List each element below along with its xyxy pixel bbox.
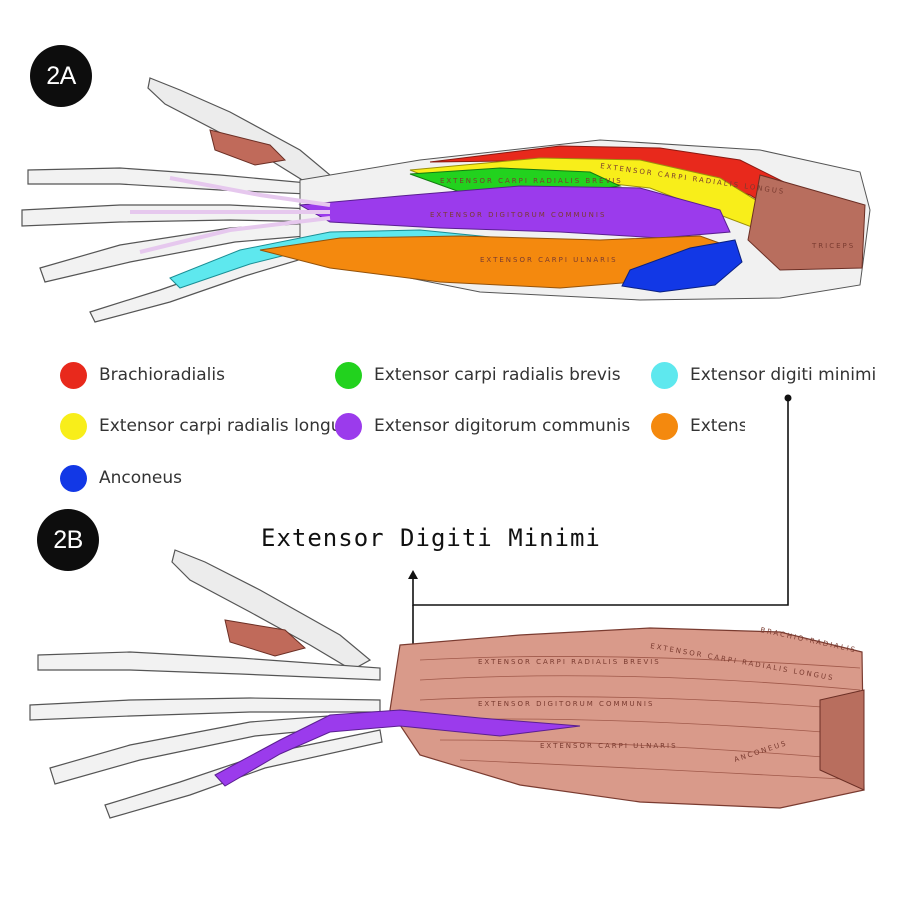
legend-label: Extensor carpi radialis longus bbox=[99, 416, 351, 436]
legend-label: Extensor carpi radialis brevis bbox=[374, 365, 621, 385]
label-communis-2a: EXTENSOR DIGITORUM COMMUNIS bbox=[430, 211, 606, 219]
label-brevis-2b: EXTENSOR CARPI RADIALIS BREVIS bbox=[478, 658, 661, 666]
elbow bbox=[819, 689, 865, 791]
label-communis-2b: EXTENSOR DIGITORUM COMMUNIS bbox=[478, 700, 654, 708]
label-ulnaris-2b: EXTENSOR CARPI ULNARIS bbox=[540, 742, 678, 750]
legend-item-anconeus: Anconeus bbox=[60, 463, 182, 493]
legend-item-extensor-carpi-ulnaris: Extensor carpi ulnaris bbox=[651, 411, 745, 441]
label-ulnaris-2a: EXTENSOR CARPI ULNARIS bbox=[480, 256, 618, 264]
legend-item-extensor-carpi-radialis-longus: Extensor carpi radialis longus bbox=[60, 411, 350, 441]
legend-label: Brachioradialis bbox=[99, 365, 225, 385]
legend-item-extensor-carpi-radialis-brevis: Extensor carpi radialis brevis bbox=[335, 360, 621, 390]
legend-item-extensor-digitorum-communis: Extensor digitorum communis bbox=[335, 411, 630, 441]
legend-label: Extensor digiti minimi bbox=[690, 365, 877, 385]
triceps-muscle bbox=[747, 174, 866, 271]
label-triceps-2a: TRICEPS bbox=[811, 242, 855, 250]
legend-swatch bbox=[60, 412, 87, 440]
anconeus-muscle bbox=[621, 239, 743, 293]
legend-item-brachioradialis: Brachioradialis bbox=[60, 360, 225, 390]
finger-1 bbox=[37, 651, 381, 681]
legend-item-extensor-digiti-minimi: Extensor digiti minimi bbox=[651, 360, 876, 390]
legend-label: Anconeus bbox=[99, 468, 183, 488]
legend-swatch bbox=[60, 361, 87, 389]
legend-swatch bbox=[651, 361, 678, 389]
panel-badge-2b: 2B bbox=[37, 509, 99, 571]
forearm-muscles bbox=[389, 627, 865, 809]
label-brevis-2a: EXTENSOR CARPI RADIALIS BREVIS bbox=[440, 177, 623, 185]
legend-swatch bbox=[651, 412, 678, 440]
legend-swatch bbox=[60, 464, 87, 492]
forearm-illustration-2b: EXTENSOR CARPI RADIALIS BREVIS EXTENSOR … bbox=[29, 549, 865, 819]
legend-swatch bbox=[335, 361, 362, 389]
extensor-digitorum-communis-muscle bbox=[298, 185, 731, 239]
panel-badge-2a: 2A bbox=[30, 45, 92, 107]
tendons-2a bbox=[130, 176, 331, 254]
extensor-digiti-minimi-muscle bbox=[214, 709, 581, 787]
thumb bbox=[147, 77, 332, 187]
legend-label: Extensor carpi ulnaris bbox=[690, 416, 745, 436]
forearm-illustration-2a: EXTENSOR CARPI RADIALIS BREVIS EXTENSOR … bbox=[21, 77, 871, 323]
legend-label: Extensor digitorum communis bbox=[374, 416, 631, 436]
legend-swatch bbox=[335, 412, 362, 440]
callout-dot-top bbox=[784, 394, 792, 402]
